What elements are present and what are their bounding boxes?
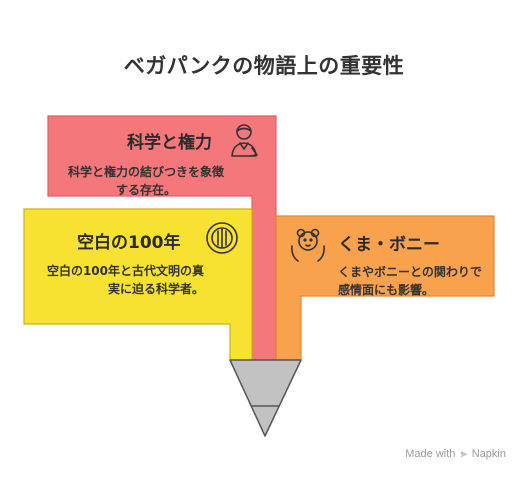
card-blank-century-shape xyxy=(24,209,252,360)
watermark-prefix: Made with xyxy=(405,448,456,460)
card-science-power-shape xyxy=(48,116,276,360)
page-title: ベガパンクの物語上の重要性 xyxy=(123,54,405,78)
card-blank-century-title: 空白の100年 xyxy=(77,233,181,253)
card-kuma-bonny-description: くまやボニーとの関わりで感情面にも影響。 xyxy=(338,265,482,297)
bear-hands-icon xyxy=(288,226,328,264)
card-blank-century-description: 空白の100年と古代文明の真実に迫る科学者。 xyxy=(46,264,204,296)
watermark-brand: Napkin xyxy=(471,448,506,460)
card-kuma-bonny-title: くま・ボニー xyxy=(338,235,440,255)
napkin-logo-icon: ⪢ xyxy=(460,448,467,460)
card-science-power-title: 科学と権力 xyxy=(127,133,212,153)
scientist-icon xyxy=(226,122,262,160)
napkin-watermark: Made with ⪢ Napkin xyxy=(405,448,506,461)
card-kuma-bonny-shape xyxy=(276,216,494,360)
ancient-coin-icon xyxy=(204,220,240,256)
pencil-tip-shape xyxy=(229,359,302,437)
card-science-power-description: 科学と権力の結びつきを象徴する存在。 xyxy=(67,165,224,197)
